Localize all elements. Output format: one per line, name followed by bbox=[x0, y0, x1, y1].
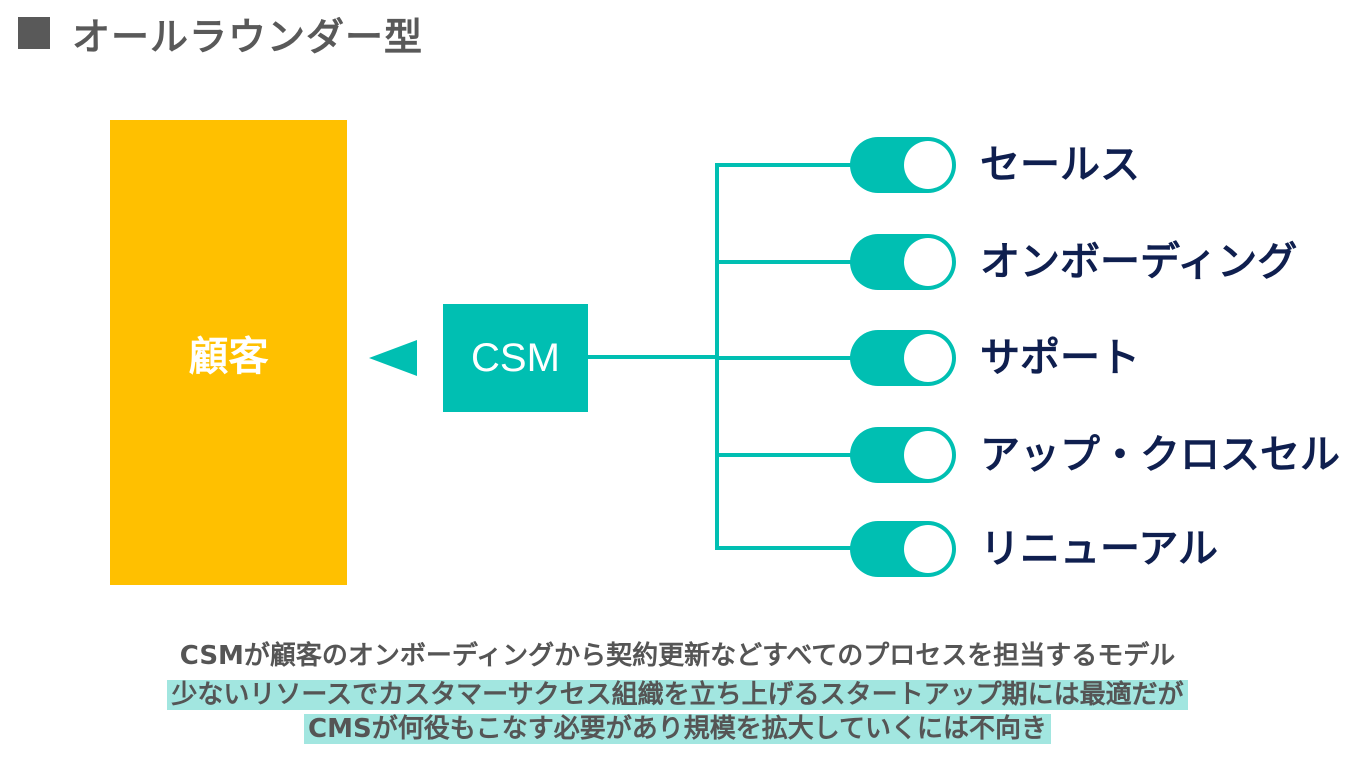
slide-title: オールラウンダー型 bbox=[18, 8, 424, 59]
title-text: オールラウンダー型 bbox=[72, 14, 424, 59]
arrow-left-icon bbox=[369, 340, 417, 376]
role-label-onboarding: オンボーディング bbox=[980, 239, 1298, 285]
role-toggle-icon bbox=[850, 427, 956, 483]
customer-box: 顧客 bbox=[110, 120, 347, 585]
role-label-support: サポート bbox=[980, 335, 1140, 381]
role-label-renewal: リニューアル bbox=[980, 526, 1218, 572]
customer-label: 顧客 bbox=[188, 333, 269, 380]
note-line-3: CMSが何役もこなす必要があり規模を拡大していくには不向き bbox=[0, 710, 1355, 748]
role-label-upsell-crosssell: アップ・クロスセル bbox=[980, 432, 1340, 478]
role-toggle-icon bbox=[850, 330, 956, 386]
role-toggle-icon bbox=[850, 137, 956, 193]
note-line-1: CSMが顧客のオンボーディングから契約更新などすべてのプロセスを担当するモデル bbox=[179, 641, 1176, 671]
csm-label: CSM bbox=[471, 335, 560, 380]
note-line-2: 少ないリソースでカスタマーサクセス組織を立ち上げるスタートアップ期には最適だが bbox=[0, 676, 1355, 714]
role-label-sales: セールス bbox=[980, 142, 1140, 188]
title-square-icon bbox=[18, 17, 50, 49]
role-toggle-icon bbox=[850, 521, 956, 577]
csm-box: CSM bbox=[443, 304, 588, 412]
role-toggle-icon bbox=[850, 234, 956, 290]
